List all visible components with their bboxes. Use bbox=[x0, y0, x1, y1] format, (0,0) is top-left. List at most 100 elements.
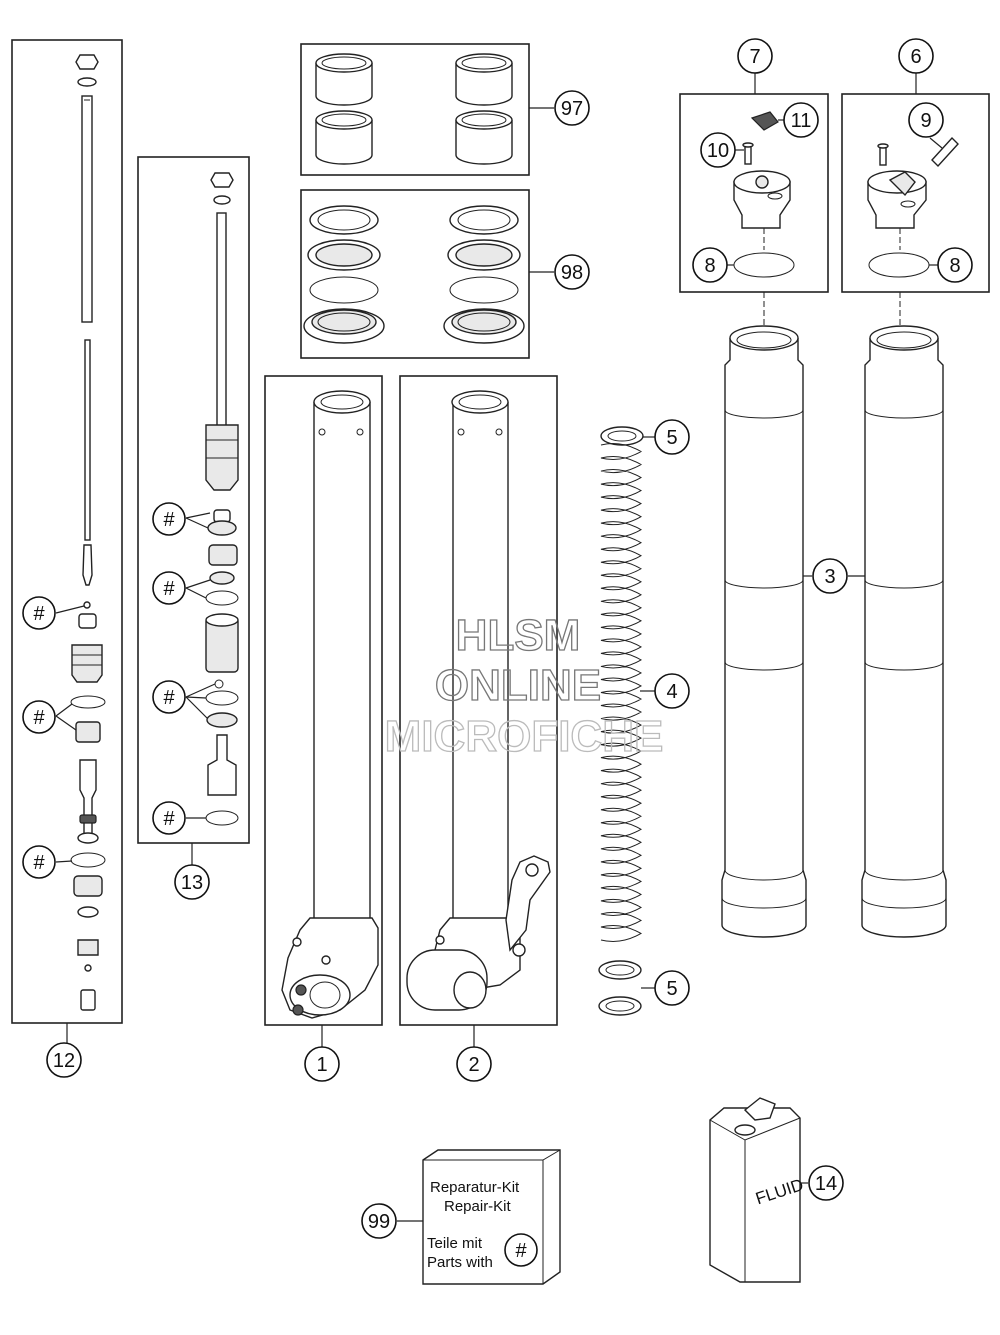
spring-group: 5 4 5 bbox=[598, 419, 690, 1016]
svg-text:2: 2 bbox=[468, 1054, 479, 1076]
washer bbox=[77, 77, 97, 87]
ball bbox=[83, 601, 91, 609]
piston-assembly bbox=[71, 644, 103, 683]
hash-marker: # bbox=[22, 845, 56, 879]
svg-text:5: 5 bbox=[666, 978, 677, 1000]
svg-text:#: # bbox=[163, 687, 175, 709]
o-ring bbox=[733, 252, 795, 278]
svg-text:#: # bbox=[33, 707, 45, 729]
callout-9: 9 bbox=[908, 102, 944, 138]
svg-text:8: 8 bbox=[949, 255, 960, 277]
hash-marker: # bbox=[152, 680, 186, 714]
hash-marker: # bbox=[152, 571, 186, 605]
bushing bbox=[455, 53, 513, 106]
callout-2: 2 bbox=[456, 1046, 492, 1082]
shim bbox=[77, 832, 99, 844]
nut-lower bbox=[77, 939, 99, 956]
fork-oil-can-14: FLUID 14 bbox=[709, 1097, 844, 1283]
outer-tube-left bbox=[721, 325, 807, 938]
inner-tube-2: 2 bbox=[399, 375, 558, 1082]
callout-5: 5 bbox=[654, 419, 690, 455]
svg-text:5: 5 bbox=[666, 427, 677, 449]
callout-98: 98 bbox=[554, 254, 590, 290]
svg-text:14: 14 bbox=[815, 1173, 837, 1195]
bushing bbox=[315, 53, 373, 106]
svg-text:#: # bbox=[163, 578, 175, 600]
svg-text:7: 7 bbox=[749, 46, 760, 68]
callout-8: 8 bbox=[937, 247, 973, 283]
o-ring bbox=[868, 252, 930, 278]
needle-rod bbox=[84, 339, 91, 541]
hash-marker: # bbox=[22, 700, 56, 734]
stanchion-tube bbox=[313, 402, 371, 921]
piston-rod bbox=[216, 212, 227, 439]
watermark: HLSM ONLINE MICROFICHE bbox=[384, 610, 664, 761]
svg-text:12: 12 bbox=[53, 1050, 75, 1072]
svg-text:ONLINE: ONLINE bbox=[435, 661, 601, 710]
o-ring bbox=[205, 590, 239, 606]
kit-label-en: Repair-Kit bbox=[444, 1198, 512, 1215]
svg-text:11: 11 bbox=[791, 110, 812, 132]
svg-text:6: 6 bbox=[910, 46, 921, 68]
adjuster-knob bbox=[750, 111, 779, 131]
svg-text:10: 10 bbox=[707, 140, 729, 162]
hash-marker: # bbox=[152, 502, 186, 536]
valve-stem bbox=[79, 759, 97, 836]
clamp-bolt bbox=[295, 984, 307, 996]
repair-kit-99: Reparatur-Kit Repair-Kit Teile mit Parts… bbox=[361, 1149, 561, 1285]
group-frame-12 bbox=[11, 39, 123, 1024]
fork-cap-6: 6 9 8 bbox=[841, 38, 990, 293]
group-frame-98 bbox=[300, 189, 530, 359]
group-frame-13 bbox=[137, 156, 250, 844]
callout-5: 5 bbox=[654, 970, 690, 1006]
piston-rod bbox=[81, 95, 93, 323]
damper-assembly-13: 13 # # # # bbox=[137, 156, 250, 900]
svg-text:97: 97 bbox=[561, 98, 583, 120]
callout-6: 6 bbox=[898, 38, 934, 74]
washer bbox=[213, 195, 231, 205]
svg-text:HLSM: HLSM bbox=[456, 611, 581, 660]
kit-parts-de: Teile mit bbox=[427, 1235, 483, 1252]
group-frame-97 bbox=[300, 43, 530, 176]
can-spout bbox=[734, 1124, 756, 1136]
svg-text:#: # bbox=[163, 509, 175, 531]
bushings-kit-97: 97 bbox=[300, 43, 590, 176]
svg-text:#: # bbox=[33, 603, 45, 625]
cartridge-assembly-12: 12 # # # bbox=[11, 39, 123, 1078]
inner-tube-1: 1 bbox=[264, 375, 383, 1082]
base-valve bbox=[73, 875, 103, 897]
svg-text:1: 1 bbox=[316, 1054, 327, 1076]
group-frame-7 bbox=[679, 93, 829, 293]
hash-marker: # bbox=[504, 1233, 538, 1267]
seal-kit-98: 98 bbox=[300, 189, 590, 359]
svg-text:#: # bbox=[163, 808, 175, 830]
svg-text:#: # bbox=[515, 1240, 527, 1262]
kit-label-de: Reparatur-Kit bbox=[430, 1179, 520, 1196]
spring-spacer bbox=[598, 996, 642, 1016]
seal-ring bbox=[207, 520, 237, 536]
small-o-ring bbox=[214, 679, 224, 689]
fork-cap-7: 7 11 10 8 bbox=[679, 38, 829, 293]
svg-text:13: 13 bbox=[181, 872, 203, 894]
bushing bbox=[315, 110, 373, 165]
group-frame-1 bbox=[264, 375, 383, 1026]
o-ring-lower bbox=[70, 852, 106, 868]
callout-14: 14 bbox=[808, 1165, 844, 1201]
o-ring bbox=[205, 690, 239, 706]
callout-10: 10 bbox=[700, 132, 736, 168]
callout-1: 1 bbox=[304, 1046, 340, 1082]
piston-rod-end bbox=[207, 734, 237, 796]
hash-marker: # bbox=[22, 596, 56, 630]
spring-spacer bbox=[598, 960, 642, 980]
svg-text:99: 99 bbox=[368, 1211, 390, 1233]
kit-parts-en: Parts with bbox=[427, 1254, 493, 1271]
bushing bbox=[78, 613, 97, 629]
seal bbox=[206, 712, 238, 728]
o-ring bbox=[70, 695, 106, 709]
callout-4: 4 bbox=[654, 673, 690, 709]
svg-text:8: 8 bbox=[704, 255, 715, 277]
end-bolt bbox=[80, 989, 96, 1011]
seal-stack-left bbox=[303, 205, 385, 344]
callout-7: 7 bbox=[737, 38, 773, 74]
